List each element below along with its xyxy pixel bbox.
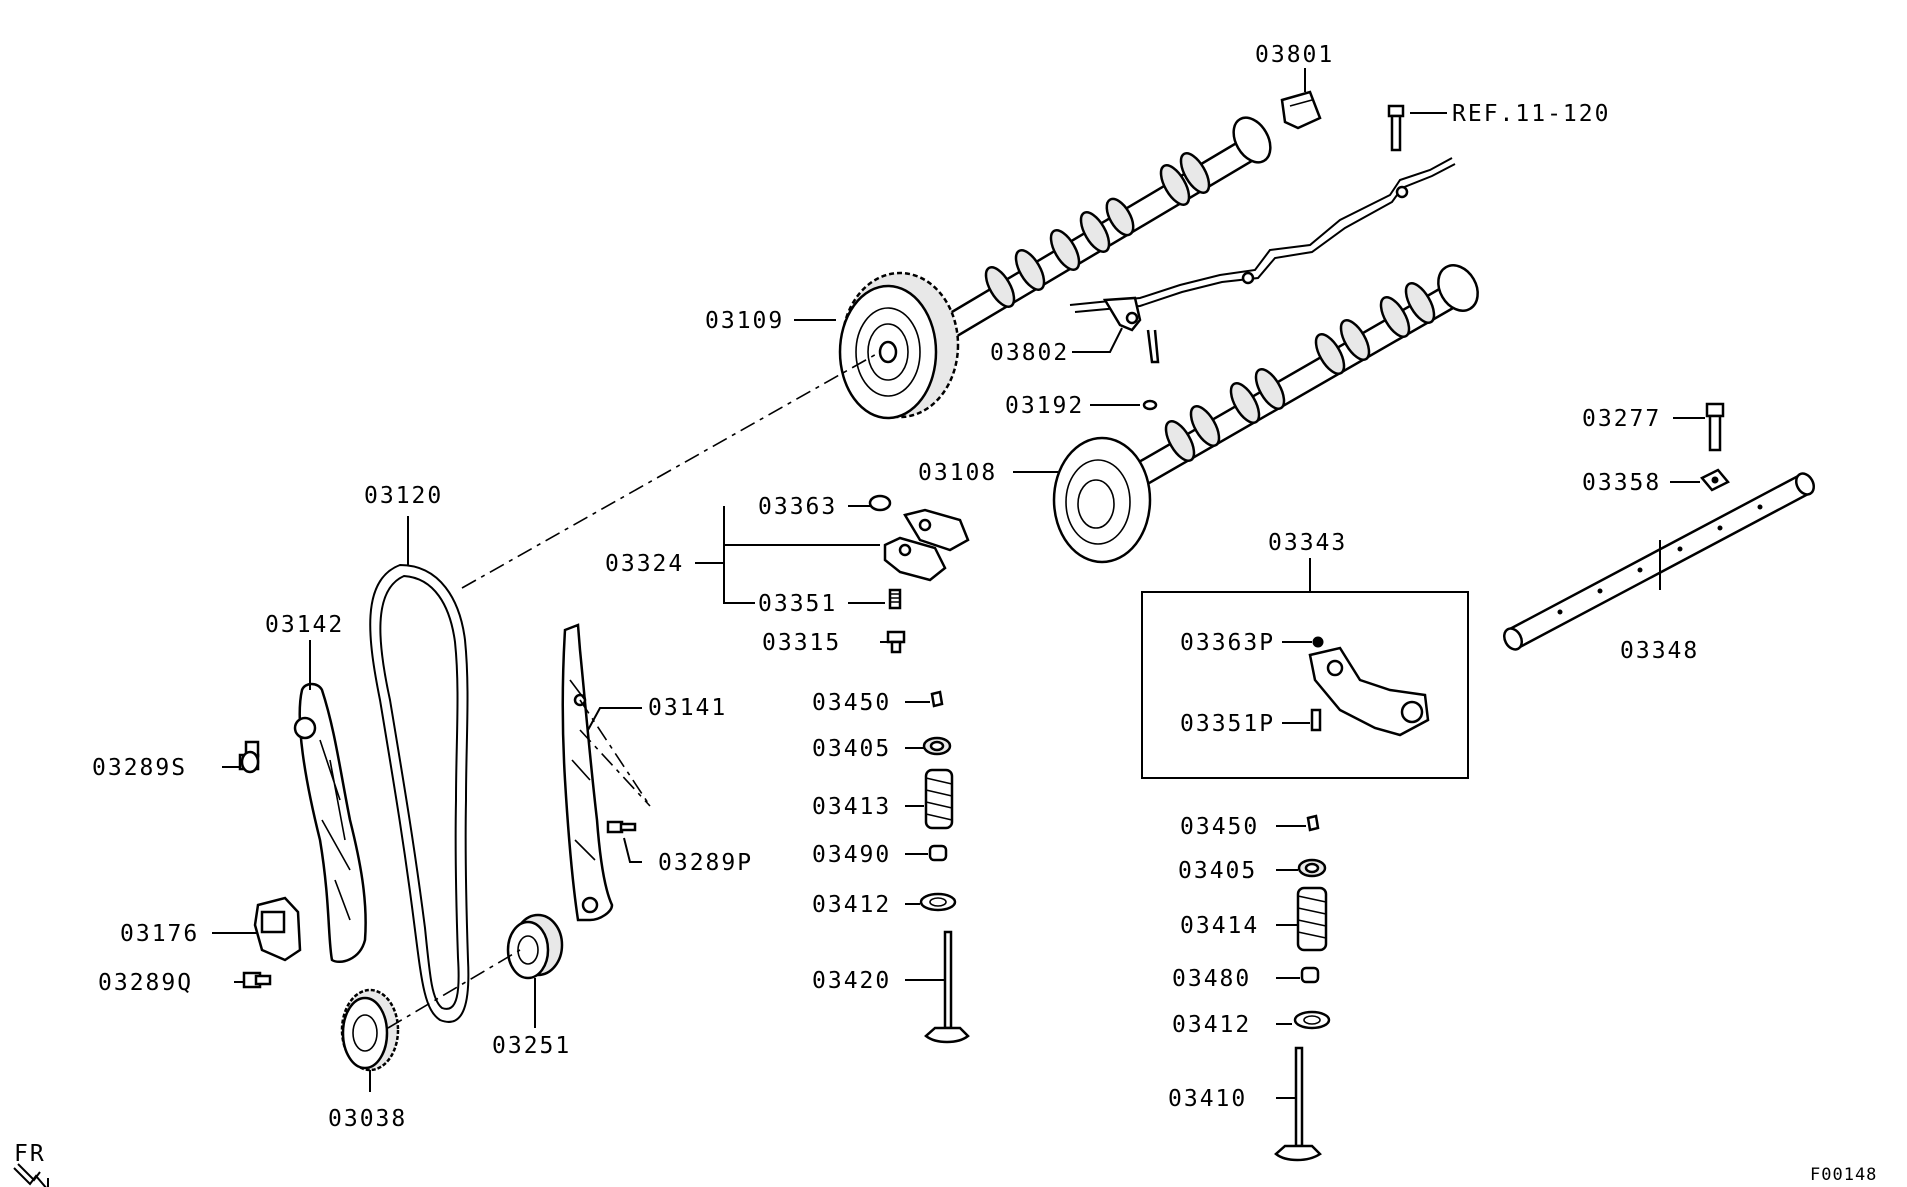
- callout-ref: REF.11-120: [1452, 101, 1610, 127]
- callout-03410: 03410: [1168, 1086, 1247, 1112]
- figure-id: F00148: [1810, 1165, 1877, 1185]
- rocker-arm-kit-arm[interactable]: [1308, 646, 1430, 737]
- callout-03289p: 03289P: [658, 850, 753, 876]
- callout-03176: 03176: [120, 921, 199, 947]
- chain-tensioner-lever[interactable]: [293, 682, 367, 964]
- callout-03412-a: 03412: [812, 892, 891, 918]
- crankshaft-sprocket[interactable]: [340, 988, 400, 1072]
- callout-03363p: 03363P: [1180, 630, 1275, 656]
- valve-spring-seat-b[interactable]: [1293, 1010, 1331, 1030]
- alignment-line-guide-b: [579, 729, 651, 807]
- front-direction-indicator: FR: [13, 1141, 49, 1187]
- bolt-ref[interactable]: [1387, 104, 1405, 152]
- oil-seal[interactable]: [506, 913, 564, 980]
- camshaft-upper[interactable]: [928, 111, 1278, 347]
- callout-03351p: 03351P: [1180, 711, 1275, 737]
- callout-03141: 03141: [648, 695, 727, 721]
- o-ring-small[interactable]: [1142, 399, 1158, 411]
- callout-03109: 03109: [705, 308, 784, 334]
- rocker-arm-kit-nut[interactable]: [1312, 636, 1324, 648]
- rocker-arm-kit-box: [1141, 591, 1469, 779]
- intake-valve[interactable]: [1274, 1046, 1322, 1162]
- callout-03277: 03277: [1582, 406, 1661, 432]
- callout-03802: 03802: [990, 340, 1069, 366]
- callout-03412-b: 03412: [1172, 1012, 1251, 1038]
- exhaust-valve[interactable]: [924, 930, 970, 1044]
- valve-spring-a[interactable]: [924, 768, 954, 830]
- callout-03450-b: 03450: [1180, 814, 1259, 840]
- camshaft-lower[interactable]: [1123, 258, 1486, 492]
- oil-pipe[interactable]: [1069, 157, 1456, 364]
- rocker-shaft-bolt[interactable]: [1705, 402, 1725, 452]
- front-direction-label: FR: [14, 1141, 46, 1167]
- bolt-03289s[interactable]: [238, 740, 260, 774]
- callout-03420: 03420: [812, 968, 891, 994]
- bolt-03289p[interactable]: [606, 820, 637, 834]
- chain-guide[interactable]: [561, 623, 614, 922]
- callout-03251: 03251: [492, 1033, 571, 1059]
- callout-03120: 03120: [364, 483, 443, 509]
- valve-cotter-a[interactable]: [930, 690, 944, 708]
- leader-lines: [212, 68, 1705, 1099]
- plug-03315[interactable]: [886, 630, 906, 654]
- callout-03363: 03363: [758, 494, 837, 520]
- callout-03324: 03324: [605, 551, 684, 577]
- valve-stem-seal-a[interactable]: [928, 844, 948, 862]
- callout-03289q: 03289Q: [98, 970, 193, 996]
- rocker-shaft-plate[interactable]: [1700, 468, 1730, 492]
- alignment-line-guide-a: [579, 699, 651, 807]
- valve-stem-seal-b[interactable]: [1300, 966, 1320, 984]
- callout-03289s: 03289S: [92, 755, 187, 781]
- valve-cotter-b[interactable]: [1306, 814, 1320, 832]
- callout-03038: 03038: [328, 1106, 407, 1132]
- callout-03348: 03348: [1620, 638, 1699, 664]
- rocker-arm-kit-adjuster[interactable]: [1310, 708, 1322, 732]
- camshaft-sprocket[interactable]: [838, 271, 960, 420]
- rocker-arm-assembly[interactable]: [883, 508, 970, 582]
- callout-03351: 03351: [758, 591, 837, 617]
- callout-03450-a: 03450: [812, 690, 891, 716]
- valve-spring-b[interactable]: [1296, 886, 1328, 952]
- valve-retainer-b[interactable]: [1297, 858, 1327, 878]
- callout-03358: 03358: [1582, 470, 1661, 496]
- callout-03480: 03480: [1172, 966, 1251, 992]
- callout-03142: 03142: [265, 612, 344, 638]
- camshaft-lower-flange[interactable]: [1052, 436, 1152, 564]
- callout-03413: 03413: [812, 794, 891, 820]
- callout-03490: 03490: [812, 842, 891, 868]
- alignment-line-crank-seal: [387, 949, 521, 1029]
- rocker-arm-nut[interactable]: [868, 494, 892, 512]
- front-arrow-icon: [13, 1163, 49, 1187]
- valve-retainer-a[interactable]: [922, 736, 952, 756]
- callout-03405-b: 03405: [1178, 858, 1257, 884]
- timing-chain[interactable]: [369, 563, 470, 1023]
- camshaft-cap[interactable]: [1280, 90, 1322, 130]
- callout-03343: 03343: [1268, 530, 1347, 556]
- valve-spring-seat-a[interactable]: [919, 892, 957, 912]
- callout-03801: 03801: [1255, 42, 1334, 68]
- callout-03108: 03108: [918, 460, 997, 486]
- callout-03405-a: 03405: [812, 736, 891, 762]
- rocker-arm-adjuster[interactable]: [888, 588, 902, 610]
- bolt-03289q[interactable]: [242, 971, 272, 989]
- callout-03315: 03315: [762, 630, 841, 656]
- callout-03414: 03414: [1180, 913, 1259, 939]
- callout-03192: 03192: [1005, 393, 1084, 419]
- chain-tensioner[interactable]: [253, 896, 302, 962]
